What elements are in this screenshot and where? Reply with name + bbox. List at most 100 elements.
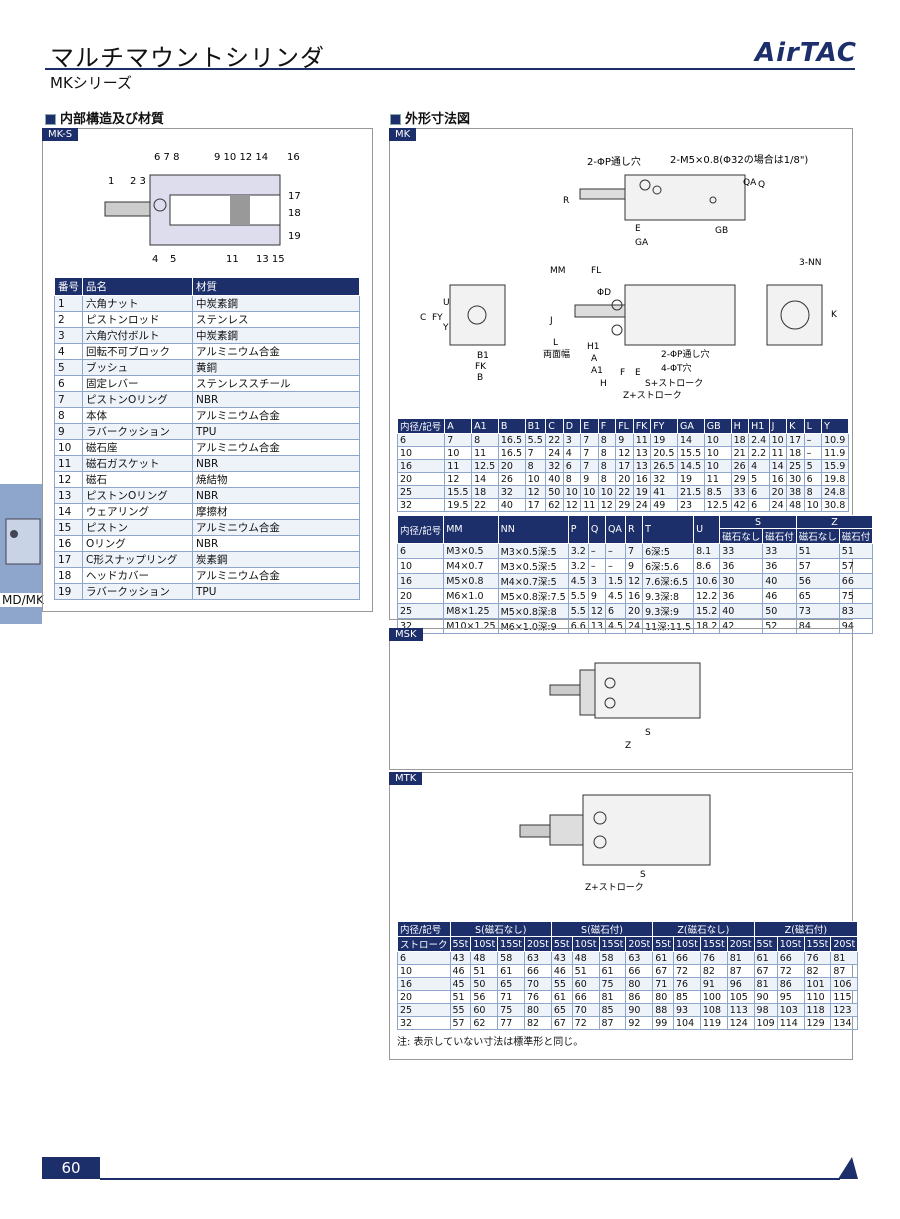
table-cell: 63 [524,951,552,965]
table-cell: 40 [545,472,564,486]
table-cell: 72 [571,1016,600,1030]
column-header: C [545,418,564,434]
table-cell: 11 [471,446,499,460]
table-cell: 24 [545,446,564,460]
column-header: B [497,418,526,434]
table-cell: 30 [719,573,764,589]
table-cell: 1.5 [604,573,627,589]
table-cell: 10 [803,498,823,512]
table-cell: 13 [632,446,652,460]
column-subheader: 磁石なし [719,528,764,544]
svg-text:A1: A1 [591,366,603,376]
table-cell: 8 [471,433,499,447]
column-header: U [693,515,721,544]
table-cell: 磁石 [82,471,193,488]
table-cell: 7 [580,433,599,447]
column-header: J [768,418,788,434]
table-cell: M8×1.25 [443,603,499,619]
column-header: F [597,418,617,434]
table-cell: 六角穴付ボルト [82,327,193,344]
svg-text:Y: Y [442,323,449,333]
table-cell: 73 [795,603,840,619]
table-cell: 76 [524,990,552,1004]
table-cell: 中炭素鋼 [192,327,360,344]
brand-logo: AirTAC [755,38,857,68]
table-cell: 12 [54,471,83,488]
svg-text:A: A [591,354,598,364]
table-cell: 4 [748,459,770,473]
table-cell: 65 [497,977,526,991]
table-cell: 8 [597,446,617,460]
table-cell: 93 [673,1003,701,1017]
table-cell: 113 [726,1003,755,1017]
table-cell: 70 [524,977,552,991]
page-number: 60 [42,1157,100,1179]
table-cell: 57 [449,1016,472,1030]
table-cell: 8 [597,459,617,473]
table-cell: 90 [625,1003,654,1017]
table-cell: 20 [397,990,451,1004]
table-cell: 10 [397,964,451,978]
table-cell: 82 [524,1016,552,1030]
column-header: T [642,515,695,544]
table-cell: ピストン [82,519,193,536]
table-cell: 119 [699,1016,728,1030]
table-cell: ブッシュ [82,359,193,376]
table-cell: 85 [673,990,701,1004]
table-cell: 炭素鋼 [192,551,360,568]
table-cell: 19.8 [821,472,849,486]
table-cell: 86 [776,977,805,991]
table-cell: 42 [719,618,764,634]
table-cell: 7.6深:6.5 [642,573,695,589]
table-cell: 118 [803,1003,832,1017]
table-cell: 110 [803,990,832,1004]
table-cell: 48 [470,951,499,965]
table-cell: 16 [625,588,644,604]
page-title: マルチマウントシリンダ [50,44,325,72]
table-cell: 11 [703,472,732,486]
table-cell: 4 [562,446,582,460]
table-cell: 17 [786,433,805,447]
table-cell: M4×0.7深:5 [497,573,569,589]
svg-text:QA: QA [743,178,757,188]
table-cell: 32 [650,472,678,486]
column-header: H [730,418,750,434]
table-cell: 66 [776,951,805,965]
table-cell: M3×0.5 [443,543,499,559]
table-cell: 18 [786,446,805,460]
table-cell: 12 [597,498,617,512]
footer-rule [100,1178,840,1180]
page-subtitle: MKシリーズ [50,74,133,92]
table-cell: 58 [598,951,627,965]
table-cell: 51 [571,964,600,978]
table-cell: 90 [753,990,778,1004]
column-header: Q [587,515,606,544]
table-cell: 75 [497,1003,526,1017]
table-cell: 108 [699,1003,728,1017]
table-cell: 9 [615,433,634,447]
table-cell: 16 [54,535,83,552]
table-cell: 2 [54,311,83,328]
table-cell: 51 [470,964,499,978]
table-cell: 45 [449,977,472,991]
column-subheader: 10St [673,936,701,952]
column-subheader: 20St [830,936,859,952]
table-cell: 11 [444,459,473,473]
column-subheader: 15St [803,936,832,952]
table-cell: 20 [497,459,526,473]
svg-text:4: 4 [152,254,158,265]
table-cell: 6 [54,375,83,392]
table-cell: 22 [471,498,499,512]
table-cell: 12.5 [471,459,499,473]
table-cell: 7 [580,459,599,473]
table-cell: 10 [396,558,445,574]
table-cell: 4.5 [604,588,627,604]
msk-drawing: S Z [549,662,701,751]
